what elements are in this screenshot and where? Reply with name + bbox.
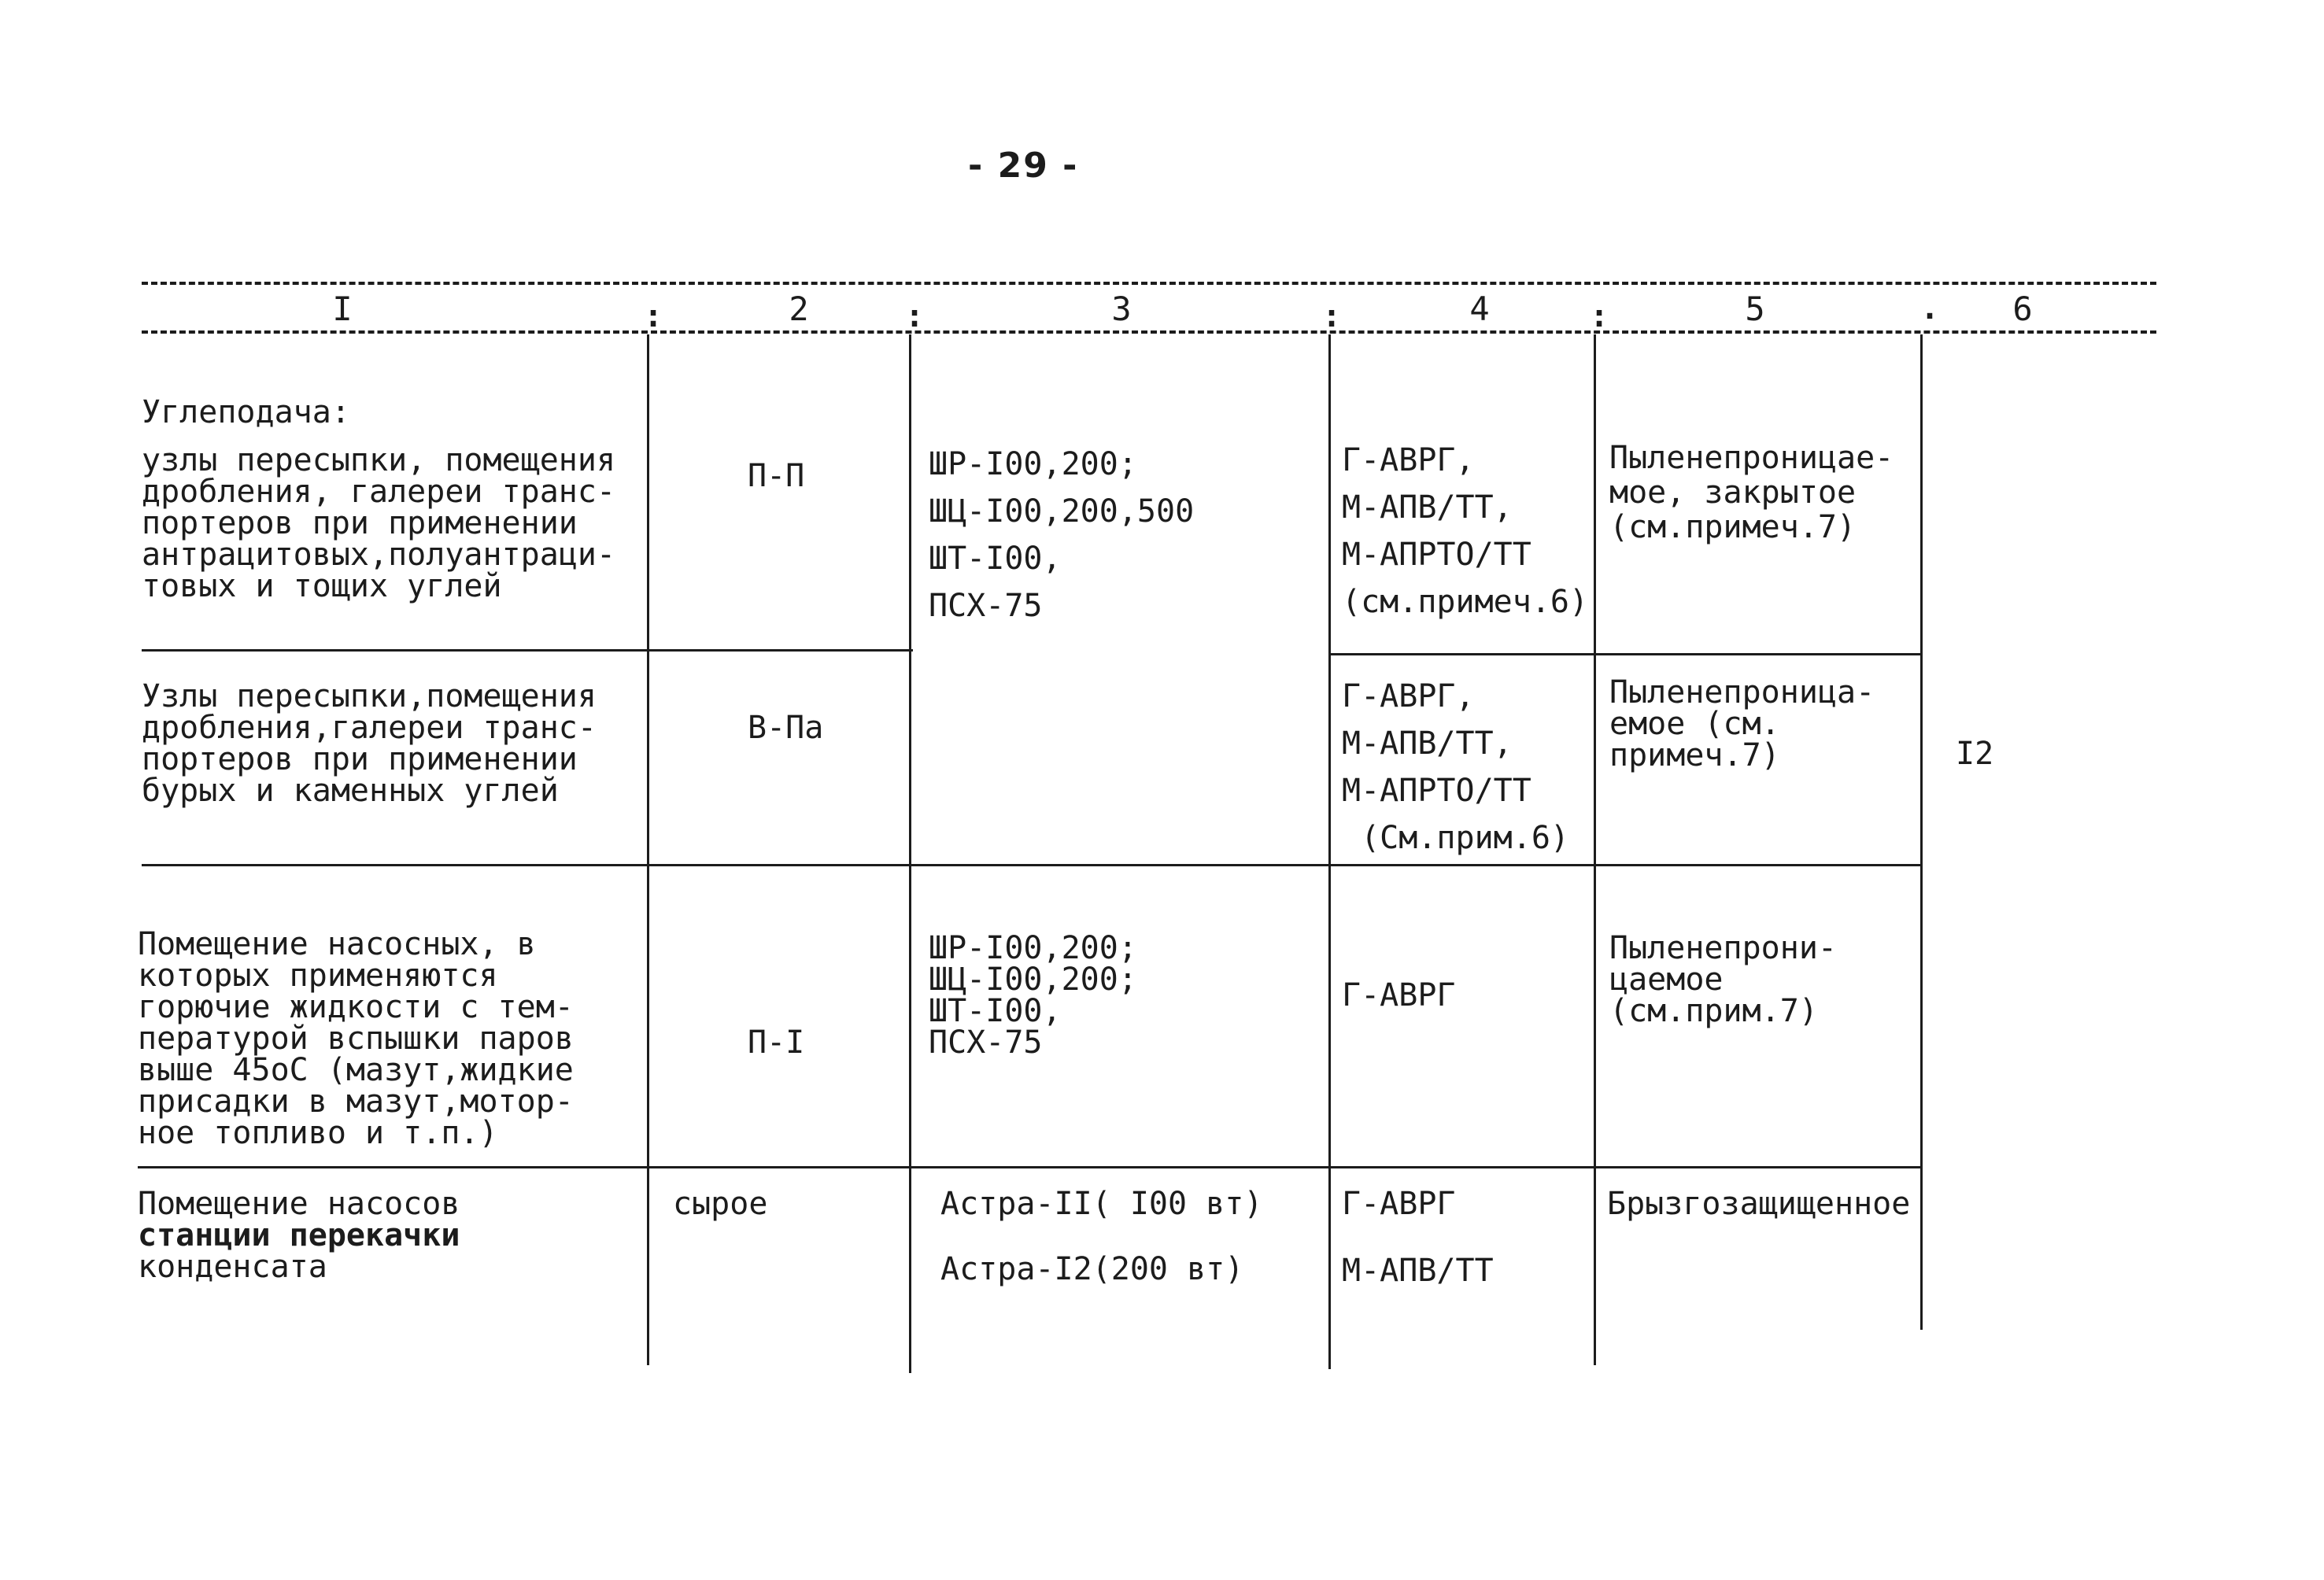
row1-description: узлы пересыпки, помещения дробления, гал…: [142, 442, 616, 604]
row1-enclosure: Пыленепроницае- мое, закрытое (см.примеч…: [1609, 440, 1894, 545]
column-header: 2: [789, 290, 809, 328]
row2-description: Узлы пересыпки,помещения дробления,галер…: [142, 678, 597, 809]
column-rule: [1594, 334, 1596, 1365]
row-rule: [142, 864, 1920, 866]
row4-wiring-1: Г-АВРГ: [1342, 1186, 1456, 1222]
column-header: 4: [1469, 290, 1490, 328]
column-rule: [1328, 334, 1331, 1369]
row1-wiring: Г-АВРГ, М-АПВ/ТТ, М-АПРТО/ТТ (см.примеч.…: [1342, 442, 1589, 620]
header-rule-top: [142, 282, 2156, 285]
row2-illuminance: I2: [1956, 736, 1994, 772]
row4-enclosure: Брызгозащищенное: [1607, 1186, 1911, 1222]
header-rule-bottom: [142, 330, 2156, 334]
page-number: - 29 -: [968, 146, 1079, 186]
row4-description-line1: Помещение насосов: [138, 1186, 460, 1222]
row4-description-line2: станции перекачки: [138, 1217, 460, 1253]
row4-luminaire-2: Астра-I2(200 вт): [940, 1251, 1244, 1287]
column-header: 5: [1745, 290, 1765, 328]
column-rule: [909, 334, 911, 1373]
header-separator: :: [644, 298, 663, 334]
row3-luminaires: ШР-I00,200; ШЦ-I00,200; ШТ-I00, ПСХ-75: [929, 930, 1137, 1061]
row-rule: [142, 649, 913, 652]
row2-zone-class: В-Па: [748, 710, 824, 746]
header-separator: .: [1920, 290, 1940, 327]
row3-zone-class: П-I: [748, 1024, 805, 1061]
row2-wiring: Г-АВРГ, М-АПВ/ТТ, М-АПРТО/ТТ (См.прим.6): [1342, 678, 1569, 856]
header-separator: :: [905, 298, 925, 334]
section-title: Углеподача:: [142, 394, 350, 430]
row3-description: Помещение насосных, в которых применяютс…: [138, 926, 574, 1151]
row-rule: [1330, 653, 1920, 655]
row1-zone-class: П-П: [748, 458, 805, 494]
row4-wiring-2: М-АПВ/ТТ: [1342, 1253, 1494, 1289]
header-separator: :: [1322, 298, 1342, 334]
column-rule: [1920, 334, 1923, 1330]
row4-zone-class: сырое: [673, 1186, 768, 1222]
row3-wiring: Г-АВРГ: [1342, 977, 1456, 1013]
row3-enclosure: Пыленепрони- цаемое (см.прим.7): [1609, 930, 1837, 1029]
column-header: 6: [2012, 290, 2033, 328]
column-header: 3: [1111, 290, 1132, 328]
row4-luminaire-1: Астра-II( I00 вт): [940, 1186, 1263, 1222]
row2-enclosure: Пыленепроница- емое (см. примеч.7): [1609, 674, 1875, 773]
row-rule: [138, 1166, 1920, 1168]
column-header: I: [332, 290, 353, 328]
header-separator: :: [1590, 298, 1609, 334]
row1-luminaires: ШР-I00,200; ШЦ-I00,200,500 ШТ-I00, ПСХ-7…: [929, 446, 1195, 624]
column-rule: [647, 334, 649, 1365]
row4-description-line3: конденсата: [138, 1249, 327, 1285]
